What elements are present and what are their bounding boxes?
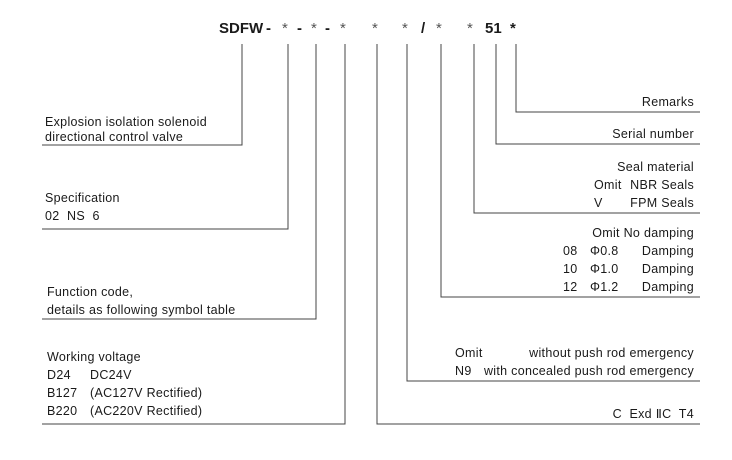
code-star-7: * bbox=[467, 20, 473, 37]
code-dash: - bbox=[266, 20, 271, 37]
voltage-code: B127 bbox=[47, 386, 78, 400]
remarks-label: Remarks bbox=[641, 95, 694, 109]
voltage-code: B220 bbox=[47, 404, 78, 418]
seal-desc: FPM Seals bbox=[630, 196, 694, 210]
function-code-desc: details as following symbol table bbox=[47, 303, 236, 317]
leader-line-seal bbox=[473, 44, 700, 214]
seal-material-title: Seal material bbox=[617, 160, 694, 174]
damping-code: 12 bbox=[563, 280, 578, 294]
code-tail-star: * bbox=[510, 20, 516, 37]
voltage-desc: (AC127V Rectified) bbox=[90, 386, 203, 400]
seal-code: Omit bbox=[594, 178, 622, 192]
voltage-title: Working voltage bbox=[47, 350, 141, 364]
emergency-code: N9 bbox=[455, 364, 472, 378]
voltage-desc: (AC220V Rectified) bbox=[90, 404, 203, 418]
emergency-code: Omit bbox=[455, 346, 483, 360]
valve-type-line-1: Explosion isolation solenoid bbox=[45, 115, 207, 129]
leader-line-remarks bbox=[515, 44, 700, 113]
model-prefix: SDFW bbox=[219, 20, 264, 37]
emergency-desc: with concealed push rod emergency bbox=[483, 364, 694, 378]
leader-line-emergency bbox=[406, 44, 700, 382]
leader-line-serial bbox=[495, 44, 700, 145]
damping-title: Omit No damping bbox=[592, 226, 694, 240]
code-star-6: * bbox=[436, 20, 442, 37]
specification-title: Specification bbox=[45, 191, 120, 205]
seal-desc: NBR Seals bbox=[630, 178, 694, 192]
valve-type-line-2: directional control valve bbox=[45, 130, 184, 144]
leader-line-explosion bbox=[376, 44, 700, 425]
damping-value: Φ0.8 bbox=[590, 244, 619, 258]
code-star-4: * bbox=[372, 20, 378, 37]
damping-code: 08 bbox=[563, 244, 578, 258]
code-star-2: * bbox=[311, 20, 317, 37]
leader-line-damping bbox=[440, 44, 700, 298]
function-code-title: Function code, bbox=[47, 285, 134, 299]
code-slash: / bbox=[421, 20, 426, 37]
specification-value: 02 NS 6 bbox=[45, 209, 100, 223]
voltage-desc: DC24V bbox=[90, 368, 132, 382]
code-star-1: * bbox=[282, 20, 288, 37]
leader-line-function-code bbox=[42, 44, 317, 320]
explosion-mark: C Exd ⅡC T4 bbox=[612, 407, 694, 421]
damping-value: Φ1.0 bbox=[590, 262, 619, 276]
code-star-5: * bbox=[402, 20, 408, 37]
seal-code: V bbox=[594, 196, 603, 210]
code-serial: 51 bbox=[485, 20, 502, 37]
leader-line-valve-type bbox=[42, 44, 243, 146]
damping-code: 10 bbox=[563, 262, 578, 276]
damping-desc: Damping bbox=[641, 244, 694, 258]
leader-line-voltage bbox=[42, 44, 346, 425]
code-dash: - bbox=[325, 20, 330, 37]
damping-desc: Damping bbox=[641, 280, 694, 294]
serial-number-label: Serial number bbox=[612, 127, 694, 141]
damping-desc: Damping bbox=[641, 262, 694, 276]
code-star-3: * bbox=[340, 20, 346, 37]
code-dash: - bbox=[297, 20, 302, 37]
voltage-code: D24 bbox=[47, 368, 71, 382]
emergency-desc: without push rod emergency bbox=[529, 346, 694, 360]
damping-value: Φ1.2 bbox=[590, 280, 619, 294]
leader-line-specification bbox=[42, 44, 289, 230]
